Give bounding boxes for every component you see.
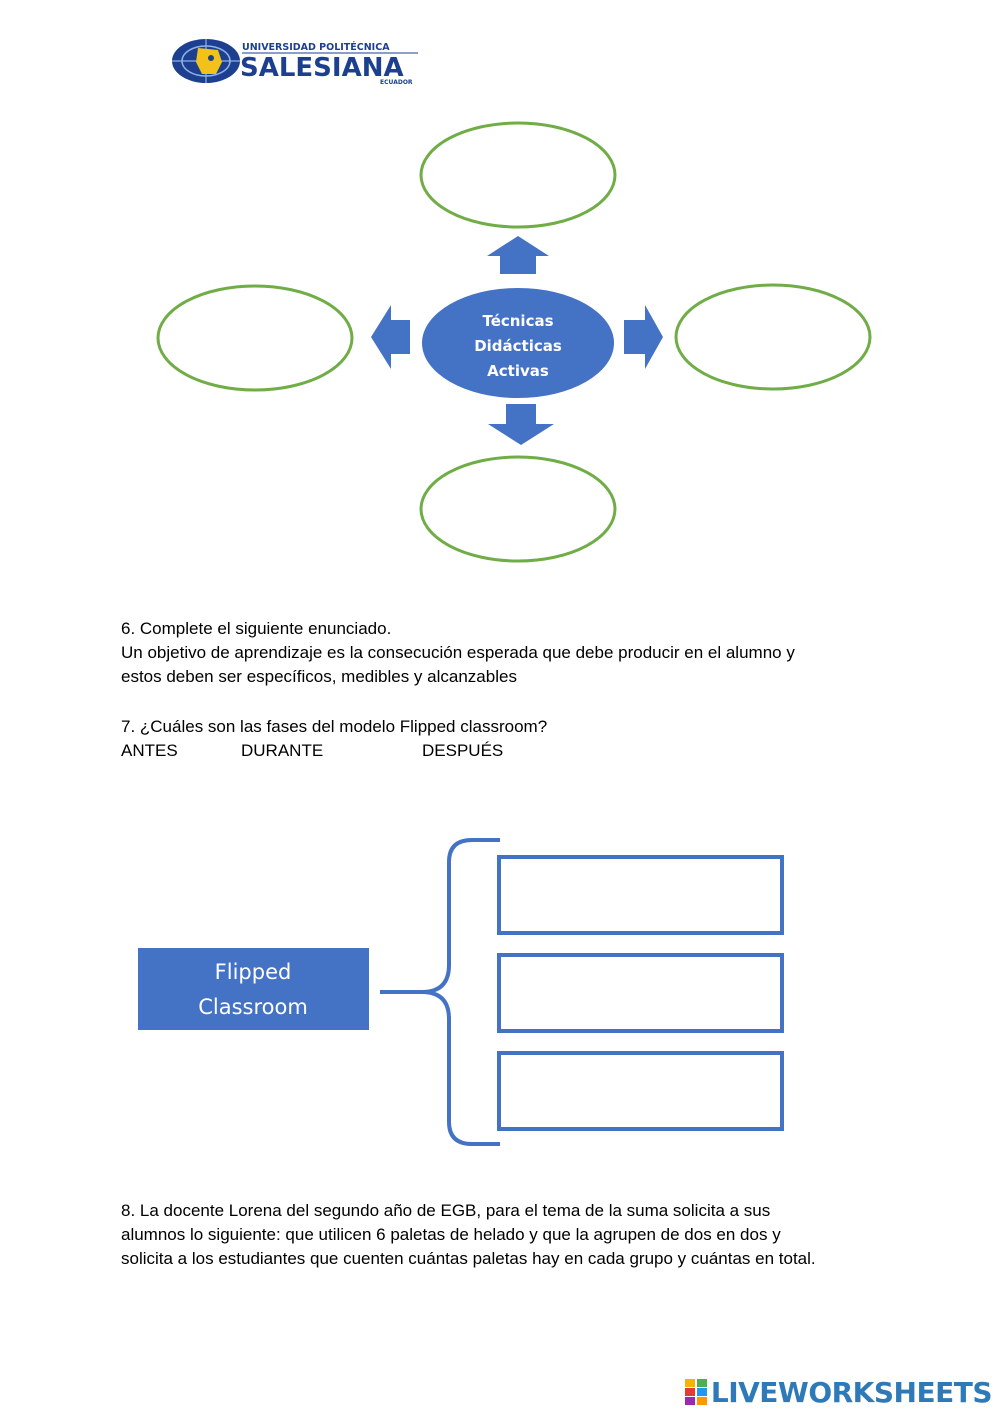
answer-ellipse-left[interactable]: [156, 284, 354, 392]
center-concept-line-2: Didácticas: [474, 337, 562, 355]
question-6-line-1: Un objetivo de aprendizaje es la consecu…: [121, 643, 795, 662]
center-concept-line-1: Técnicas: [482, 312, 553, 330]
svg-text:SALESIANA: SALESIANA: [240, 53, 404, 83]
question-6-title: 6. Complete el siguiente enunciado.: [121, 619, 392, 638]
brace-connector: [380, 838, 500, 1146]
phase-answer-box-1[interactable]: [497, 855, 784, 935]
phase-despues: DESPUÉS: [422, 741, 504, 760]
arrow-up-icon: [487, 236, 549, 274]
svg-text:UNIVERSIDAD POLITÉCNICA: UNIVERSIDAD POLITÉCNICA: [242, 41, 390, 53]
center-concept-line-3: Activas: [487, 362, 549, 380]
liveworksheets-wordmark: LIVEWORKSHEETS: [710, 1375, 993, 1409]
liveworksheets-brand: LIVEWORKSHEETS: [684, 1374, 993, 1410]
arrow-down-icon: [488, 404, 554, 445]
flipped-classroom-box: [138, 948, 369, 1030]
question-8-line-1: 8. La docente Lorena del segundo año de …: [121, 1201, 771, 1220]
arrow-left-icon: [371, 305, 410, 369]
flipped-title-line-2: Classroom: [198, 995, 308, 1019]
center-concept-ellipse: [422, 288, 614, 398]
svg-text:ECUADOR: ECUADOR: [380, 79, 413, 86]
flipped-title-line-1: Flipped: [215, 960, 292, 984]
question-8-line-2: alumnos lo siguiente: que utilicen 6 pal…: [121, 1225, 781, 1244]
question-8-line-3: solicita a los estudiantes que cuenten c…: [121, 1249, 816, 1268]
question-6-line-2: estos deben ser específicos, medibles y …: [121, 667, 517, 686]
liveworksheets-logo-icon: [684, 1379, 707, 1405]
phase-answer-box-3[interactable]: [497, 1051, 784, 1131]
answer-ellipse-top[interactable]: [419, 121, 617, 229]
phase-answer-box-2[interactable]: [497, 953, 784, 1033]
phase-antes: ANTES: [121, 741, 178, 760]
question-7-title: 7. ¿Cuáles son las fases del modelo Flip…: [121, 717, 548, 736]
arrow-right-icon: [624, 305, 663, 369]
answer-ellipse-right[interactable]: [674, 283, 872, 391]
phase-durante: DURANTE: [241, 741, 324, 760]
answer-ellipse-bottom[interactable]: [419, 455, 617, 563]
university-logo: UNIVERSIDAD POLITÉCNICA SALESIANA ECUADO…: [172, 39, 418, 86]
